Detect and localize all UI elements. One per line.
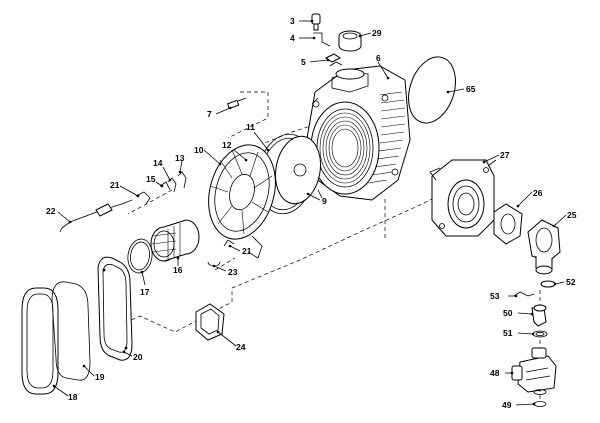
callout-22: 22	[46, 206, 56, 216]
callout-21: 21	[110, 180, 120, 190]
callout-18: 18	[68, 392, 78, 402]
callout-13: 13	[175, 153, 185, 163]
inspection-window-frame	[97, 256, 133, 361]
flange-gasket	[195, 303, 225, 341]
front-cover-panel	[21, 287, 59, 395]
leader-lines	[52, 19, 567, 406]
callout-65: 65	[466, 84, 476, 94]
cap-part	[338, 30, 362, 52]
callout-7: 7	[207, 109, 212, 119]
callout-21-lower: 21	[242, 246, 252, 256]
callout-11: 11	[246, 122, 255, 132]
gas-connection-parts	[513, 280, 556, 338]
callout-19: 19	[95, 372, 105, 382]
callout-53: 53	[490, 291, 500, 301]
callout-4: 4	[290, 33, 295, 43]
panel-seal	[51, 281, 91, 381]
callout-5: 5	[301, 57, 306, 67]
callout-50: 50	[503, 308, 513, 318]
callout-3: 3	[290, 16, 295, 26]
washer-part	[533, 401, 547, 407]
callout-25: 25	[567, 210, 577, 220]
callout-12: 12	[222, 140, 232, 150]
insulation-cover	[275, 135, 321, 205]
callout-26: 26	[533, 188, 543, 198]
callout-48: 48	[490, 368, 500, 378]
callout-15: 15	[146, 174, 156, 184]
callout-24: 24	[236, 342, 246, 352]
callout-51: 51	[503, 328, 513, 338]
callout-16: 16	[173, 265, 183, 275]
callout-17: 17	[140, 287, 150, 297]
callout-27: 27	[500, 150, 510, 160]
callout-29: 29	[372, 28, 382, 38]
burner-cylinder	[150, 219, 200, 262]
callout-numbers: 3 4 5 6 29 65 7 11 12 10 9 13 14 15 21 2…	[46, 16, 577, 410]
callout-14: 14	[153, 158, 163, 168]
callout-10: 10	[194, 145, 204, 155]
burner-door	[208, 144, 276, 259]
sensor-parts	[311, 13, 343, 67]
burner-ring-gasket	[127, 238, 153, 274]
heat-exchanger-body	[304, 65, 411, 201]
probe-part	[226, 97, 247, 110]
electrode-part	[59, 199, 133, 233]
gas-valve	[511, 347, 557, 395]
callout-9: 9	[322, 196, 327, 206]
callout-20: 20	[133, 352, 143, 362]
callout-6: 6	[376, 53, 381, 63]
fan-housing	[429, 159, 497, 237]
venturi-part	[527, 219, 561, 275]
callout-23: 23	[228, 267, 238, 277]
callout-52: 52	[566, 277, 576, 287]
rear-gasket-disc	[408, 56, 456, 124]
fan-gasket	[493, 203, 523, 245]
callout-49: 49	[502, 400, 512, 410]
